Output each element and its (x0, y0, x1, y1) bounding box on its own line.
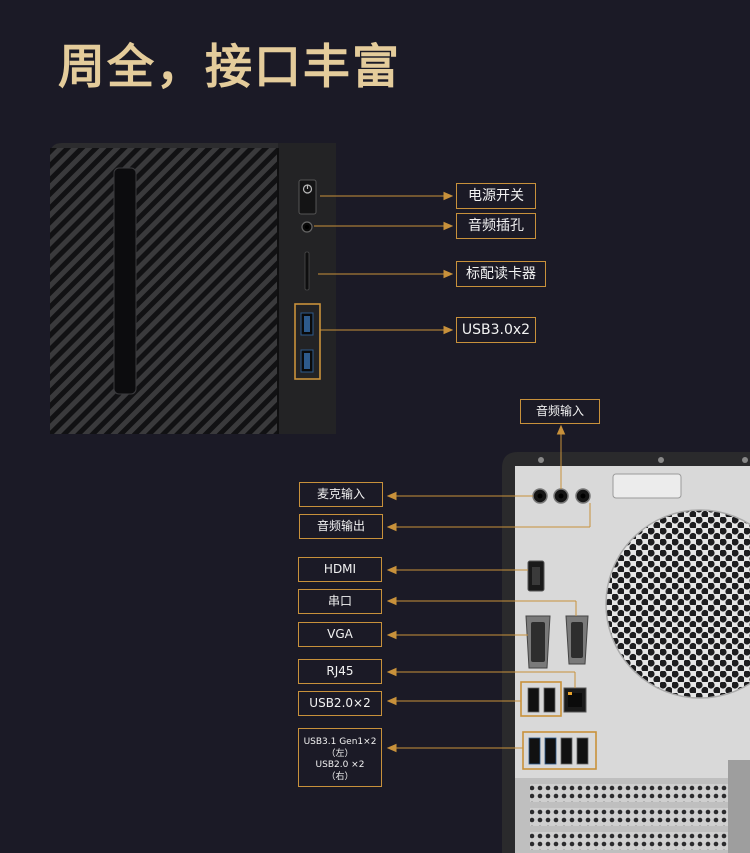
label-usb-combo-line4: （右） (326, 771, 354, 782)
label-rj45: RJ45 (298, 659, 382, 684)
label-usb3: USB3.0x2 (456, 317, 536, 343)
front-tower (50, 143, 336, 434)
rj45-port-icon (563, 687, 587, 713)
label-vga: VGA (298, 622, 382, 647)
rear-audio-jacks-icon (532, 488, 591, 504)
front-usb-ports-icon (294, 303, 321, 380)
label-usb-combo-line3: USB2.0 ×2 (315, 760, 365, 770)
label-card-reader: 标配读卡器 (456, 261, 546, 287)
rear-usb-combo-ports-icon (522, 731, 597, 770)
label-usb-combo-line2: （左） (326, 748, 354, 759)
serial-port-icon (565, 615, 589, 665)
power-button-icon (298, 179, 317, 215)
label-usb-combo: USB3.1 Gen1×2 （左） USB2.0 ×2 （右） (298, 728, 382, 787)
card-reader-slot-icon (304, 251, 310, 291)
label-serial: 串口 (298, 589, 382, 614)
label-hdmi: HDMI (298, 557, 382, 582)
page-title: 周全，接口丰富 (58, 40, 401, 95)
audio-jack-icon (301, 221, 313, 233)
vga-port-icon (525, 615, 551, 669)
hdmi-port-icon (527, 560, 545, 592)
label-audio-out: 音频输出 (299, 514, 383, 539)
label-power-switch: 电源开关 (456, 183, 536, 209)
label-audio-in: 音频输入 (520, 399, 600, 424)
label-mic-in: 麦克输入 (299, 482, 383, 507)
label-usb2: USB2.0×2 (298, 691, 382, 716)
label-usb-combo-line1: USB3.1 Gen1×2 (303, 737, 377, 747)
rear-usb2-ports-icon (520, 681, 562, 717)
rear-leader-lines (386, 424, 591, 753)
label-audio-jack: 音频插孔 (456, 213, 536, 239)
front-leader-lines (314, 191, 454, 335)
